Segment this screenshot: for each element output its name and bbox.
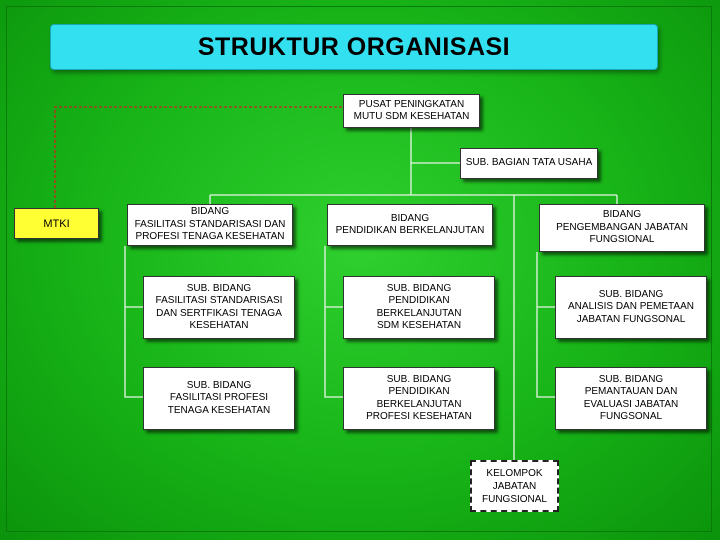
node-sub-pemantauan: SUB. BIDANG PEMANTAUAN DAN EVALUASI JABA… xyxy=(555,367,707,430)
col1-branch xyxy=(124,246,143,398)
node-sub-pendidikan-sdm: SUB. BIDANG PENDIDIKAN BERKELANJUTAN SDM… xyxy=(343,276,495,339)
node-kelompok-jabatan: KELOMPOK JABATAN FUNGSIONAL xyxy=(470,460,559,512)
node-bidang-pendidikan: BIDANG PENDIDIKAN BERKELANJUTAN xyxy=(327,204,493,246)
node-sub-fasilitasi-standarisasi: SUB. BIDANG FASILITASI STANDARISASI DAN … xyxy=(143,276,295,339)
node-tata-usaha: SUB. BAGIAN TATA USAHA xyxy=(460,148,598,179)
page-title: STRUKTUR ORGANISASI xyxy=(50,24,658,70)
mtki-dashed-link xyxy=(54,106,343,208)
node-sub-pendidikan-profesi: SUB. BIDANG PENDIDIKAN BERKELANJUTAN PRO… xyxy=(343,367,495,430)
node-sub-analisis: SUB. BIDANG ANALISIS DAN PEMETAAN JABATA… xyxy=(555,276,707,339)
node-bidang-pengembangan: BIDANG PENGEMBANGAN JABATAN FUNGSIONAL xyxy=(539,204,705,252)
node-pusat: PUSAT PENINGKATAN MUTU SDM KESEHATAN xyxy=(343,94,480,128)
col2-branch xyxy=(324,246,343,398)
slide-frame xyxy=(6,6,712,532)
node-sub-fasilitasi-profesi: SUB. BIDANG FASILITASI PROFESI TENAGA KE… xyxy=(143,367,295,430)
node-mtki: MTKI xyxy=(14,208,99,239)
col3-branch xyxy=(536,252,555,398)
node-bidang-fasilitasi: BIDANG FASILITASI STANDARISASI DAN PROFE… xyxy=(127,204,293,246)
